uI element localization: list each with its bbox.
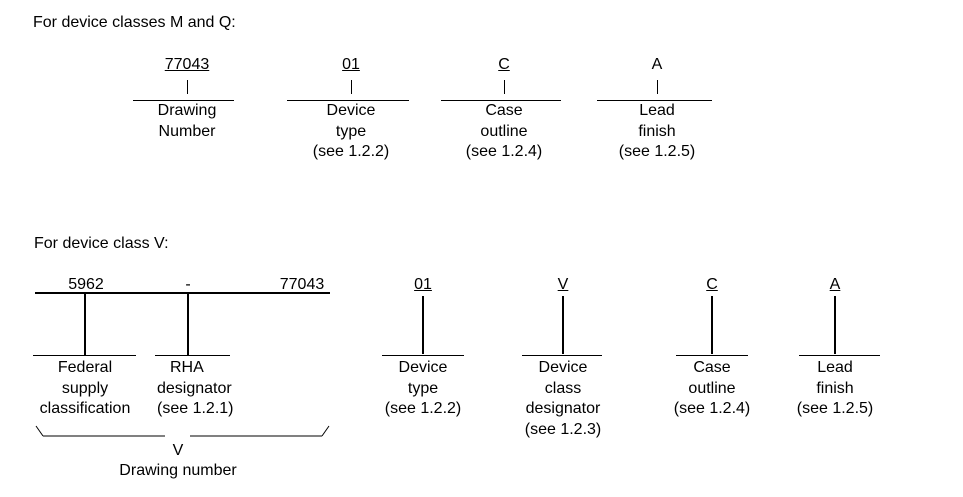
v-device-class-stem xyxy=(562,296,564,354)
mq-device-type-desc: Device type (see 1.2.2) xyxy=(312,102,390,160)
v-federal-stem xyxy=(84,293,86,355)
mq-case-outline-code: C xyxy=(498,56,510,73)
mq-heading: For device classes M and Q: xyxy=(33,14,236,31)
v-heading: For device class V: xyxy=(34,235,169,252)
mq-device-type-rule xyxy=(287,100,409,101)
v-rha-rule xyxy=(155,355,230,356)
mq-lead-finish-code: A xyxy=(651,56,663,73)
v-dash: - xyxy=(185,276,191,293)
mq-device-type-tick xyxy=(351,80,352,94)
v-lead-finish-rule xyxy=(799,355,880,356)
v-device-type-rule xyxy=(382,355,464,356)
v-fsc-code: 5962 xyxy=(68,276,104,293)
mq-drawing-rule xyxy=(133,100,234,101)
mq-drawing-tick xyxy=(187,80,188,94)
v-device-type-code: 01 xyxy=(414,276,432,293)
v-drawing-code: 77043 xyxy=(279,276,325,293)
v-case-outline-stem xyxy=(711,296,713,354)
v-device-class-rule xyxy=(522,355,602,356)
v-lead-finish-desc: Lead finish (see 1.2.5) xyxy=(796,359,874,417)
v-brace-marker: V xyxy=(172,442,184,459)
brace-left-tip xyxy=(35,425,44,437)
brace-right-tip xyxy=(321,425,330,437)
v-federal-desc: Federal supply classification xyxy=(39,359,131,417)
v-case-outline-code: C xyxy=(706,276,718,293)
v-drawing-number-label: Drawing number xyxy=(119,462,237,479)
v-lead-finish-stem xyxy=(834,296,836,354)
mq-case-outline-desc: Case outline (see 1.2.4) xyxy=(465,102,543,160)
mq-lead-finish-rule xyxy=(597,100,712,101)
v-case-outline-desc: Case outline (see 1.2.4) xyxy=(673,359,751,417)
mq-lead-finish-desc: Lead finish (see 1.2.5) xyxy=(618,102,696,160)
v-rha-desc: RHA designator (see 1.2.1) xyxy=(157,359,234,417)
v-lead-finish-code: A xyxy=(829,276,841,293)
mq-drawing-code: 77043 xyxy=(164,56,210,73)
v-top-rule xyxy=(35,292,330,294)
mq-case-outline-tick xyxy=(504,80,505,94)
mq-device-type-code: 01 xyxy=(342,56,360,73)
mq-lead-finish-tick xyxy=(657,80,658,94)
v-device-class-code: V xyxy=(557,276,569,293)
v-device-type-stem xyxy=(422,296,424,354)
v-device-class-desc: Device class designator (see 1.2.3) xyxy=(524,359,602,438)
mq-case-outline-rule xyxy=(441,100,561,101)
v-rha-stem xyxy=(187,293,189,355)
mq-drawing-desc: Drawing Number xyxy=(157,102,217,140)
v-device-type-desc: Device type (see 1.2.2) xyxy=(384,359,462,417)
v-federal-rule xyxy=(33,355,136,356)
v-case-outline-rule xyxy=(676,355,748,356)
